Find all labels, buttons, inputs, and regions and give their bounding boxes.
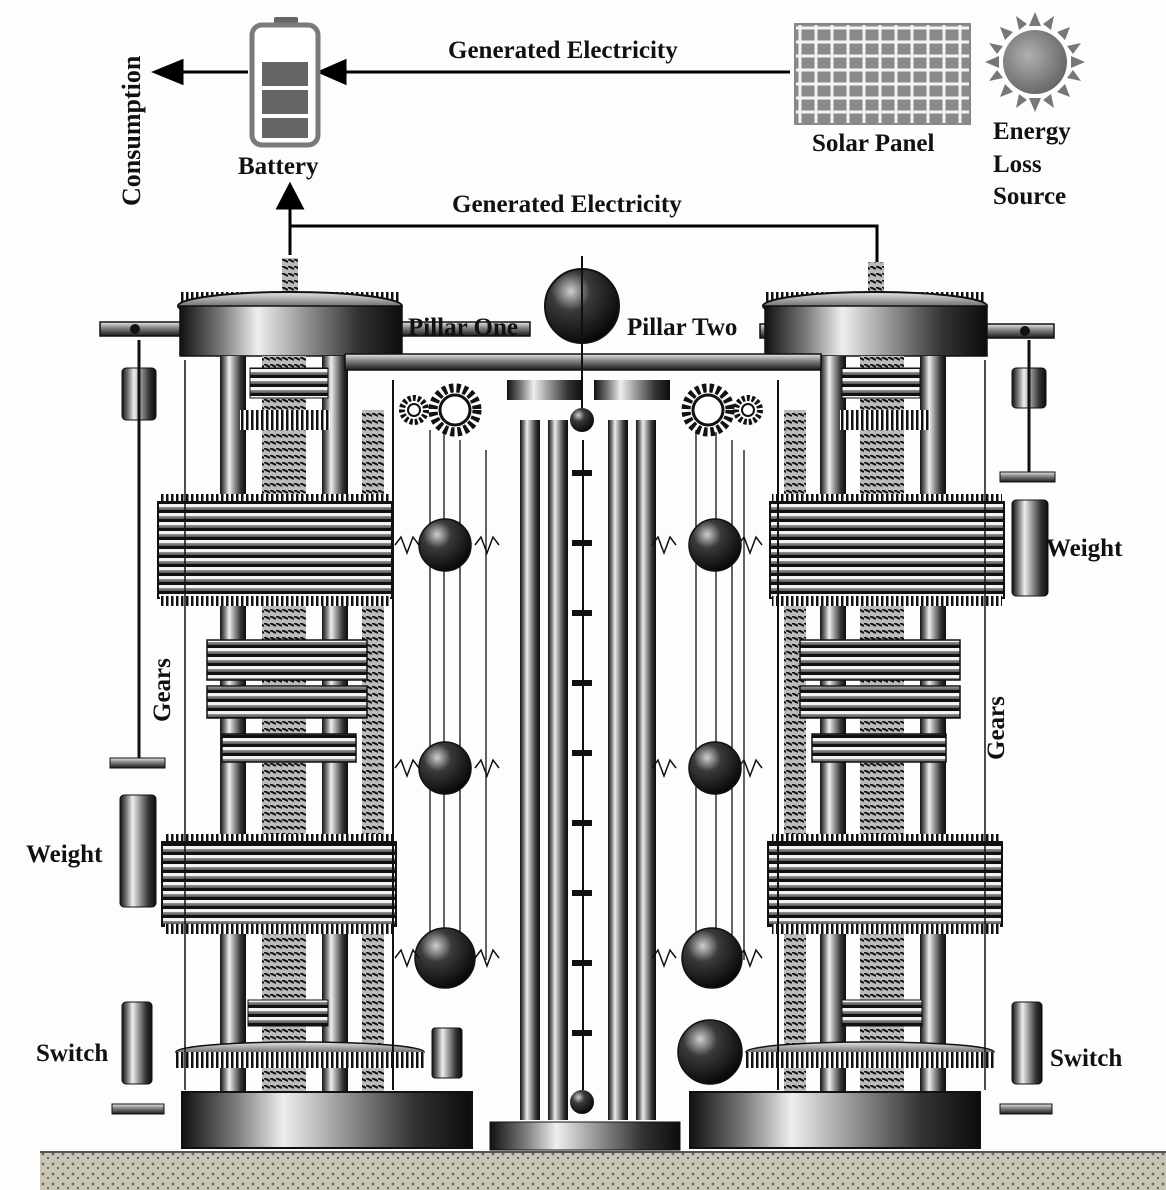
generated-electricity-mid-label: Generated Electricity [452,191,682,218]
generated-electricity-top-label: Generated Electricity [448,37,678,64]
pendulum-ball-icon [677,1019,743,1085]
pendulum-ball-icon [414,927,476,989]
gears-right-label: Gears [983,696,1010,760]
signal-waves [394,535,763,969]
battery-label: Battery [238,153,319,180]
pendulum-ball-icon [681,927,743,989]
pendulum-wires [429,430,745,960]
center-frame [344,256,822,1151]
gear-icon [428,383,482,437]
coil-icon [157,494,393,606]
battery-icon [249,17,321,148]
pillar-one [99,258,531,1149]
pendulum-ball-icon [688,741,742,795]
switch-left-label: Switch [36,1040,109,1067]
spring-icon [282,258,298,294]
pendulum-ball-icon [418,741,472,795]
solar-panel-label: Solar Panel [812,130,935,157]
energy-loss-source-line: Energy [993,118,1071,145]
gears-left-label: Gears [149,658,176,722]
gear-icon [399,395,429,425]
arrow-icon [151,58,184,86]
arrow-icon [316,58,347,86]
energy-loss-source-line: Source [993,183,1067,210]
pendulum-ball-icon [688,518,742,572]
right-weight-assembly [999,340,1056,597]
energy-loss-source-label: Energy Loss Source [993,116,1071,214]
weight-left-label: Weight [26,841,103,868]
pillar-two-label: Pillar Two [627,314,738,341]
solar-panel-icon [794,23,971,125]
arrow-icon [275,181,305,210]
spring-icon [868,262,884,294]
pillar-two [689,262,1055,1149]
coil-icon [161,834,397,934]
left-switch-icon [111,1001,165,1115]
ground [40,1152,1166,1190]
consumption-label: Consumption [117,55,146,206]
energy-loss-source-line: Loss [993,150,1042,178]
gear-icon [733,395,763,425]
top-flow-arrows [151,58,879,262]
center-switch-icon [431,1027,463,1079]
left-weight-assembly [109,340,166,908]
sun-icon [985,12,1085,112]
gear-icon [681,383,735,437]
coil-icon [767,834,1003,934]
right-switch-icon [999,1001,1053,1115]
weight-right-label: Weight [1046,535,1123,562]
switch-right-label: Switch [1050,1045,1123,1072]
pendulum-ball-icon [418,518,472,572]
pillar-one-label: Pillar One [408,314,518,341]
coil-icon [769,494,1005,606]
